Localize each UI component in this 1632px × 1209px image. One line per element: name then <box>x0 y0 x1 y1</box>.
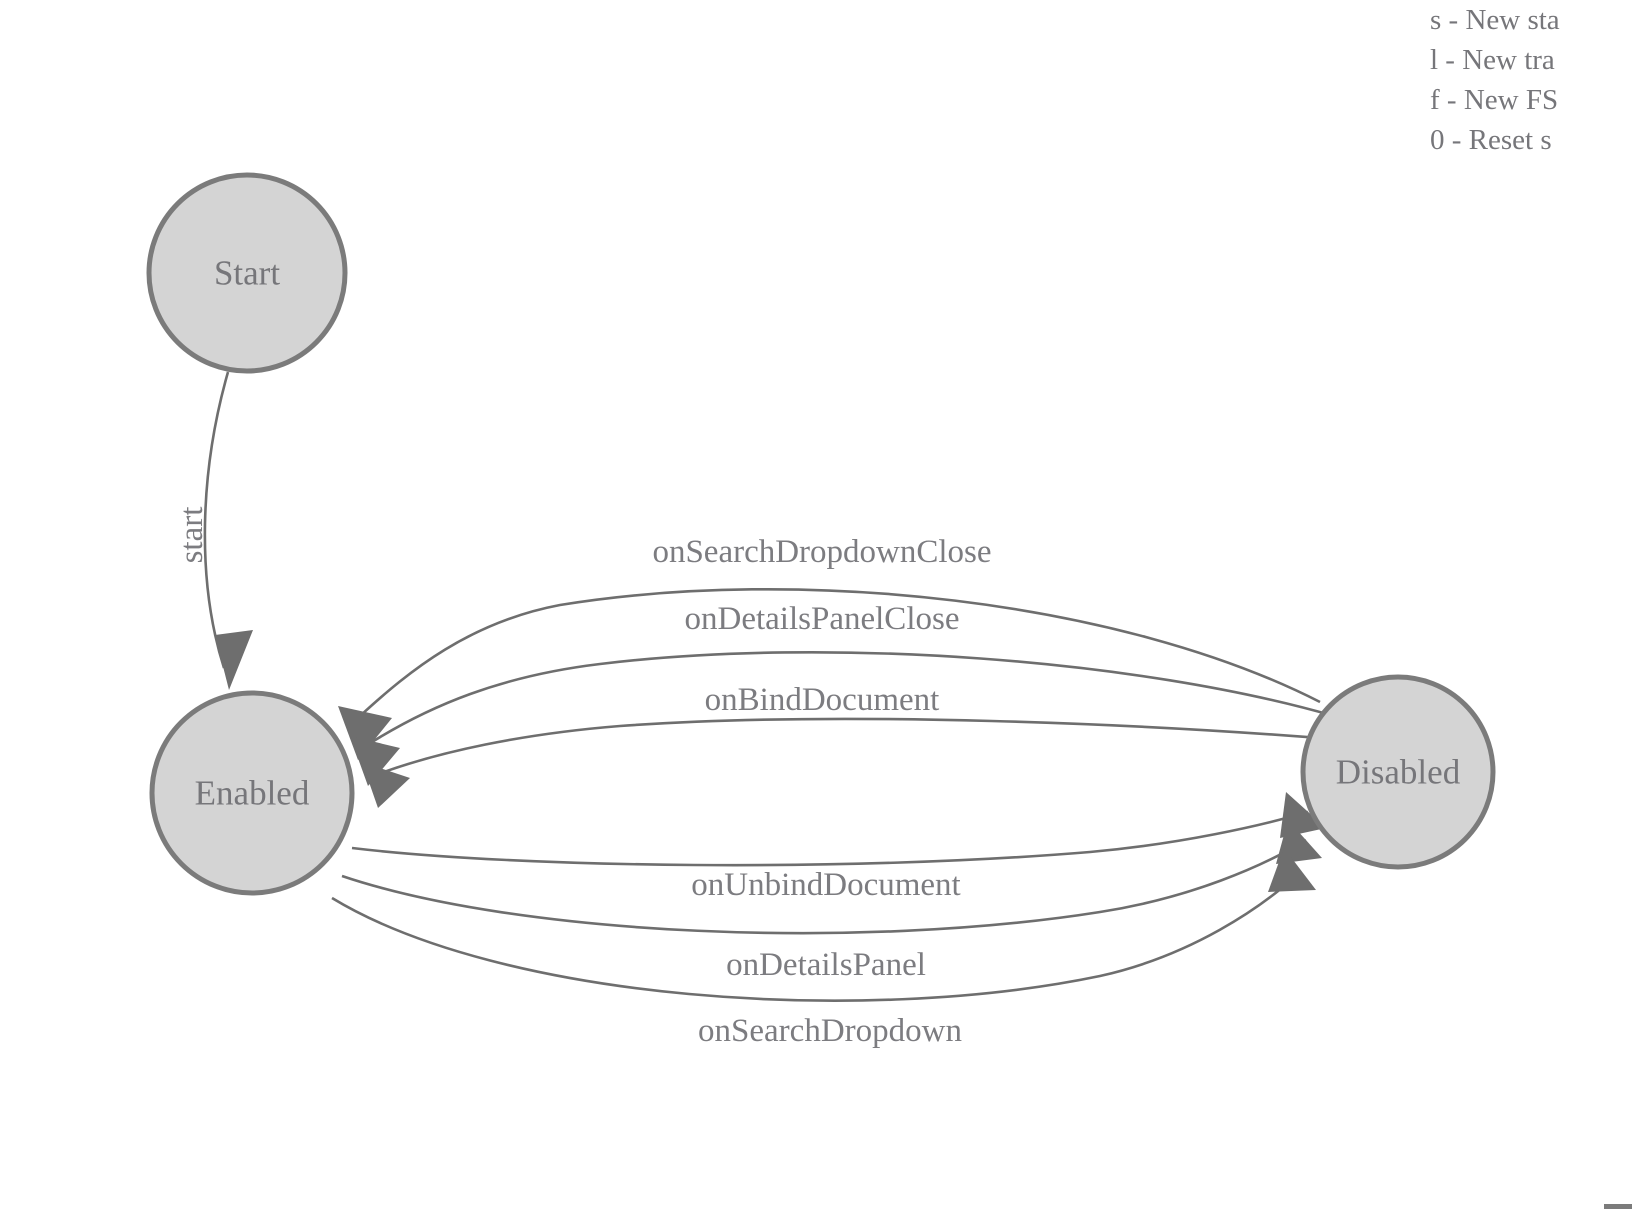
help-line-new-state: s - New sta <box>1430 4 1560 36</box>
state-label-enabled: Enabled <box>195 774 310 813</box>
transition-t-on-bind-document[interactable] <box>362 717 1345 808</box>
state-node-disabled[interactable]: Disabled <box>1300 674 1496 870</box>
transition-path[interactable] <box>359 587 1321 717</box>
state-node-start[interactable]: Start <box>146 172 348 374</box>
transition-t-on-details-panel-close[interactable] <box>350 650 1335 786</box>
transition-path[interactable] <box>371 650 1335 744</box>
transition-label-t-on-bind-document[interactable]: onBindDocument <box>705 682 940 718</box>
state-circle[interactable] <box>1300 674 1496 870</box>
state-node-enabled[interactable]: Enabled <box>149 690 355 896</box>
transition-t-on-unbind-document[interactable] <box>351 792 1326 867</box>
transition-labels-group: start onSearchDropdownClose onDetailsPanel… <box>174 507 992 1049</box>
transition-path[interactable] <box>351 810 1309 867</box>
transition-path[interactable] <box>383 717 1345 774</box>
arrowhead-icon <box>338 706 392 760</box>
help-overlay: s - New sta l - New tra f - New FS 0 - R… <box>1430 0 1632 160</box>
transition-t-start[interactable] <box>203 371 253 690</box>
arrowhead-icon <box>350 736 400 786</box>
transition-label-t-on-unbind-document[interactable]: onUnbindDocument <box>691 867 960 903</box>
transition-label-t-on-details-panel[interactable]: onDetailsPanel <box>726 947 926 983</box>
transition-label-t-on-search-dropdown[interactable]: onSearchDropdown <box>698 1013 962 1049</box>
arrowhead-icon <box>1268 848 1316 892</box>
state-label-disabled: Disabled <box>1336 753 1461 792</box>
transition-label-t-on-details-panel-close[interactable]: onDetailsPanelClose <box>685 601 960 637</box>
arrowhead-icon <box>362 762 410 808</box>
arrowhead-icon <box>215 630 253 690</box>
transition-label-t-on-search-dropdown-close[interactable]: onSearchDropdownClose <box>652 534 991 570</box>
transition-path[interactable] <box>341 838 1307 935</box>
transition-t-on-search-dropdown[interactable] <box>331 848 1316 1002</box>
help-line-new-transition: l - New tra <box>1430 44 1555 76</box>
window-corner-mark <box>1604 1170 1632 1209</box>
state-circle[interactable] <box>146 172 348 374</box>
state-circle[interactable] <box>149 690 355 896</box>
state-label-start: Start <box>214 254 280 293</box>
transition-path[interactable] <box>331 871 1301 1002</box>
help-line-new-fsm: f - New FS <box>1430 84 1559 116</box>
transition-label-t-start[interactable]: start <box>174 507 210 564</box>
transition-path[interactable] <box>203 371 230 669</box>
help-line-reset: 0 - Reset s <box>1430 124 1552 156</box>
transitions-group <box>203 371 1345 1002</box>
transition-t-on-search-dropdown-close[interactable] <box>338 587 1321 760</box>
